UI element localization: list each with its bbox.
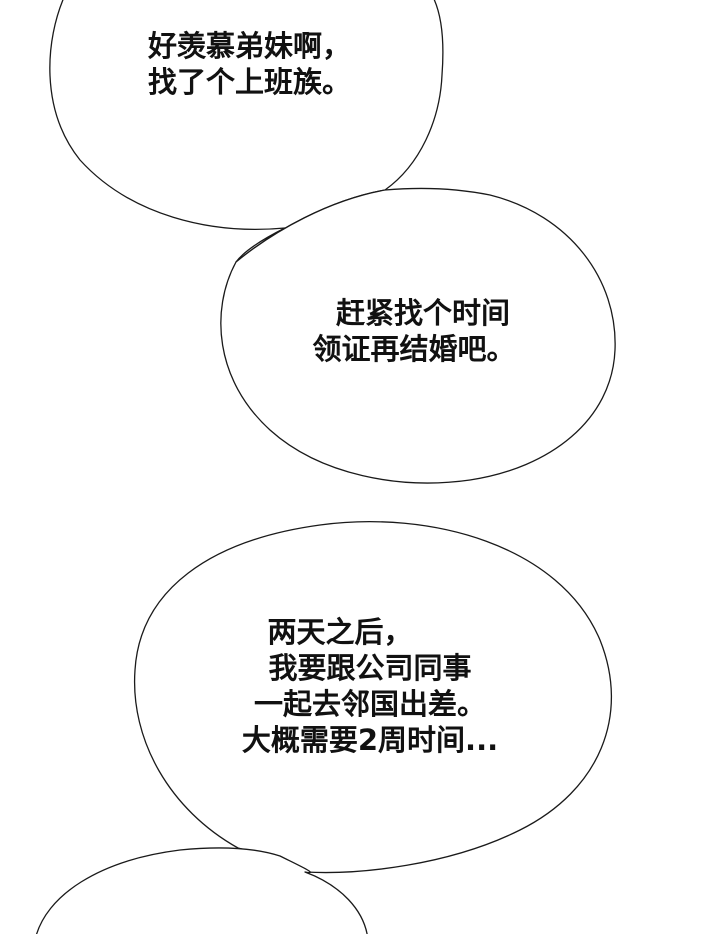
bubble-1-line-2: 找了个上班族。 (148, 65, 352, 99)
bubble-3-line-3: 一起去邻国出差。 (253, 687, 486, 721)
bubble-2-line-2: 领证再结婚吧。 (312, 332, 516, 366)
speech-bubble-3 (133, 521, 613, 874)
bubble-1-text: 好羡慕弟妹啊， 找了个上班族。 (148, 28, 351, 100)
speech-bubble-4 (36, 847, 368, 934)
bubble-3-line-4: 大概需要2周时间... (241, 723, 499, 757)
bubble-3-text: 两天之后， 我要跟公司同事 一起去邻国出差。 大概需要2周时间... (215, 614, 525, 758)
bubble-2-line-1: 赶紧找个时间 (335, 296, 510, 330)
bubble-1-line-1: 好羡慕弟妹啊， (148, 29, 352, 63)
bubble-3-line-1: 两天之后， (267, 615, 413, 649)
bubble-2-text: 赶紧找个时间 领证再结婚吧。 (300, 295, 528, 367)
bubble-3-line-2: 我要跟公司同事 (268, 651, 472, 685)
speech-bubble-2 (220, 187, 616, 484)
